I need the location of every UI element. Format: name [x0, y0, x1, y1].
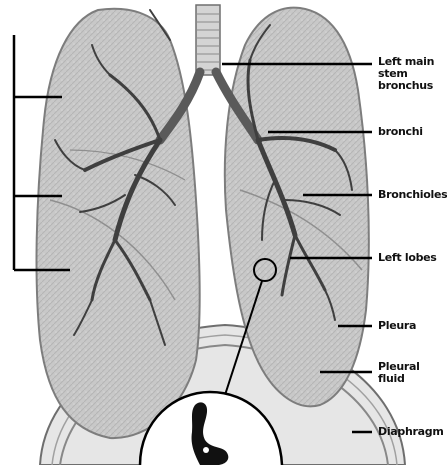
label-pleura: Pleura	[378, 320, 416, 332]
label-left-lobes: Left lobes	[378, 252, 437, 264]
label-bronchioles: Bronchioles	[378, 189, 447, 201]
label-left-main-stem-bronchus: Left main stem bronchus	[378, 56, 438, 92]
label-diaphragm: Diaphragm	[378, 426, 444, 438]
label-pleural-fluid: Pleural fluid	[378, 361, 423, 385]
label-bronchi: bronchi	[378, 126, 423, 138]
trachea	[196, 5, 220, 75]
